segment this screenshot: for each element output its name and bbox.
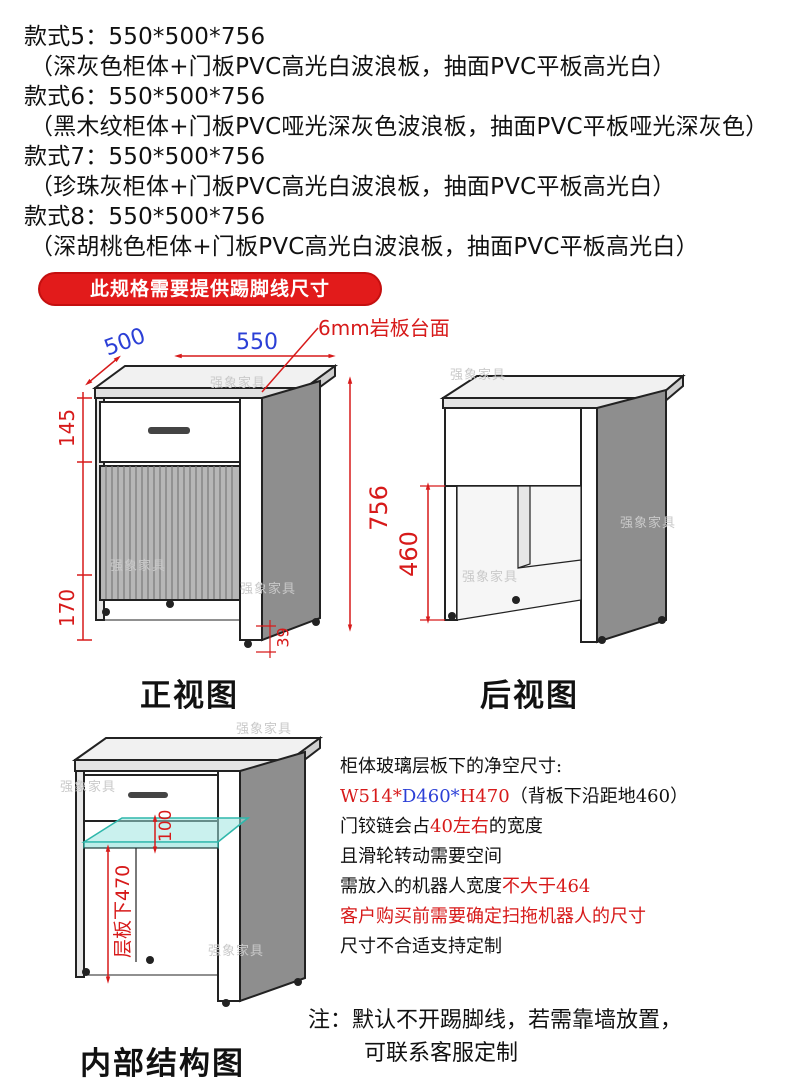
note-height: H470 [459,786,510,807]
note-line-7: 尺寸不合适支持定制 [340,936,502,957]
front-dim-base-label: 170 [55,588,80,628]
note-backpanel: （背板下沿距地460） [509,786,689,807]
note-depth: D460* [401,786,460,807]
watermark: 强象家具 [210,376,267,391]
watermark: 强象家具 [236,722,293,737]
front-dim-drawer-label: 145 [55,408,80,448]
note-robot-a: 需放入的机器人宽度 [340,876,502,897]
watermark: 强象家具 [240,582,297,597]
note-hinge-a: 门铰链会占 [340,816,430,837]
front-dim-width-label: 550 [236,330,278,355]
spec-7-title: 款式7：550*500*756 [24,144,266,170]
spec-5-title: 款式5：550*500*756 [24,24,266,50]
interior-view-drawing [71,736,324,1007]
note-line-5: 需放入的机器人宽度不大于464 [340,872,688,902]
spec-5-desc: （深灰色柜体+门板PVC高光白波浪板，抽面PVC平板高光白） [30,54,676,80]
note-robot-limit: 不大于464 [502,876,591,897]
note-line-3: 门铰链会占40左右的宽度 [340,812,688,842]
watermark: 强象家具 [110,559,167,574]
front-dim-height-label: 756 [364,485,393,531]
footer-line-1: 注：默认不开踢脚线，若需靠墙放置， [308,1008,683,1033]
interior-dim-drawer-label: 100 [156,809,176,842]
note-hinge-value: 40左右 [430,816,489,837]
footer-line-2: 可联系客服定制 [364,1041,519,1066]
front-top-material-label: 6mm岩板台面 [318,316,450,340]
spec-6-title: 款式6：550*500*756 [24,84,266,110]
front-view-caption: 正视图 [140,678,239,714]
back-view-caption: 后视图 [480,678,579,714]
note-hinge-c: 的宽度 [488,816,543,837]
back-view-drawing [420,373,686,644]
front-dim-foot-label: 39 [273,627,293,648]
watermark: 强象家具 [60,780,117,795]
spec-7-desc: （珍珠灰柜体+门板PVC高光白波浪板，抽面PVC平板高光白） [30,174,676,200]
watermark: 强象家具 [450,368,507,383]
note-line-1: 柜体玻璃层板下的净空尺寸: [340,756,563,777]
skirting-notice-badge: 此规格需要提供踢脚线尺寸 [40,274,380,304]
spec-8-desc: （深胡桃色柜体+门板PVC高光白波浪板，抽面PVC平板高光白） [30,234,699,260]
note-line-6: 客户购买前需要确定扫拖机器人的尺寸 [340,906,646,927]
footer-note: 注：默认不开踢脚线，若需靠墙放置， 可联系客服定制 [308,1004,682,1070]
note-width: W514* [340,786,402,807]
back-dim-clear-label: 460 [394,531,423,577]
spec-6-desc: （黑木纹柜体+门板PVC哑光深灰色波浪板，抽面PVC平板哑光深灰色） [30,114,769,140]
watermark: 强象家具 [208,944,265,959]
wave-door-ribs [105,466,233,600]
interior-shelf-label: 层板下470 [112,864,134,958]
note-line-4: 且滑轮转动需要空间 [340,846,502,867]
front-view-drawing [77,327,353,658]
clearance-notes: 柜体玻璃层板下的净空尺寸: W514*D460*H470（背板下沿距地460） … [340,752,688,962]
interior-view-caption: 内部结构图 [80,1046,245,1082]
watermark: 强象家具 [462,570,519,585]
spec-8-title: 款式8：550*500*756 [24,204,266,230]
note-line-2: W514*D460*H470（背板下沿距地460） [340,782,688,812]
watermark: 强象家具 [620,516,677,531]
